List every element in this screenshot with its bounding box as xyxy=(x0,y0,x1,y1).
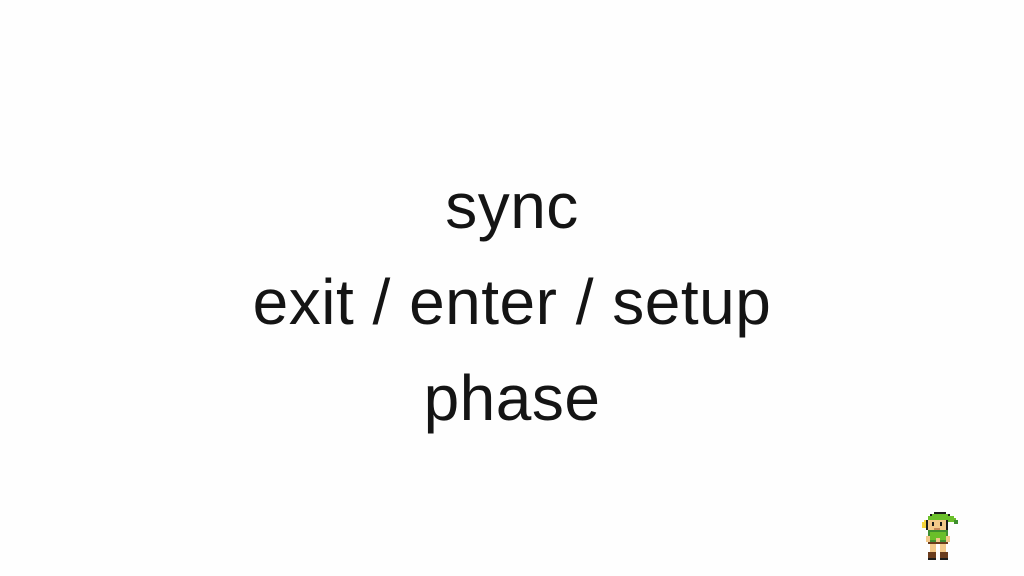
slide-line-phase: phase xyxy=(423,362,601,434)
slide-line-sync: sync xyxy=(445,170,579,242)
slide-text: sync exit / enter / setup phase xyxy=(0,158,1024,446)
slide-line-hooks: exit / enter / setup xyxy=(252,266,772,338)
pixel-elf-character-icon xyxy=(922,512,958,560)
